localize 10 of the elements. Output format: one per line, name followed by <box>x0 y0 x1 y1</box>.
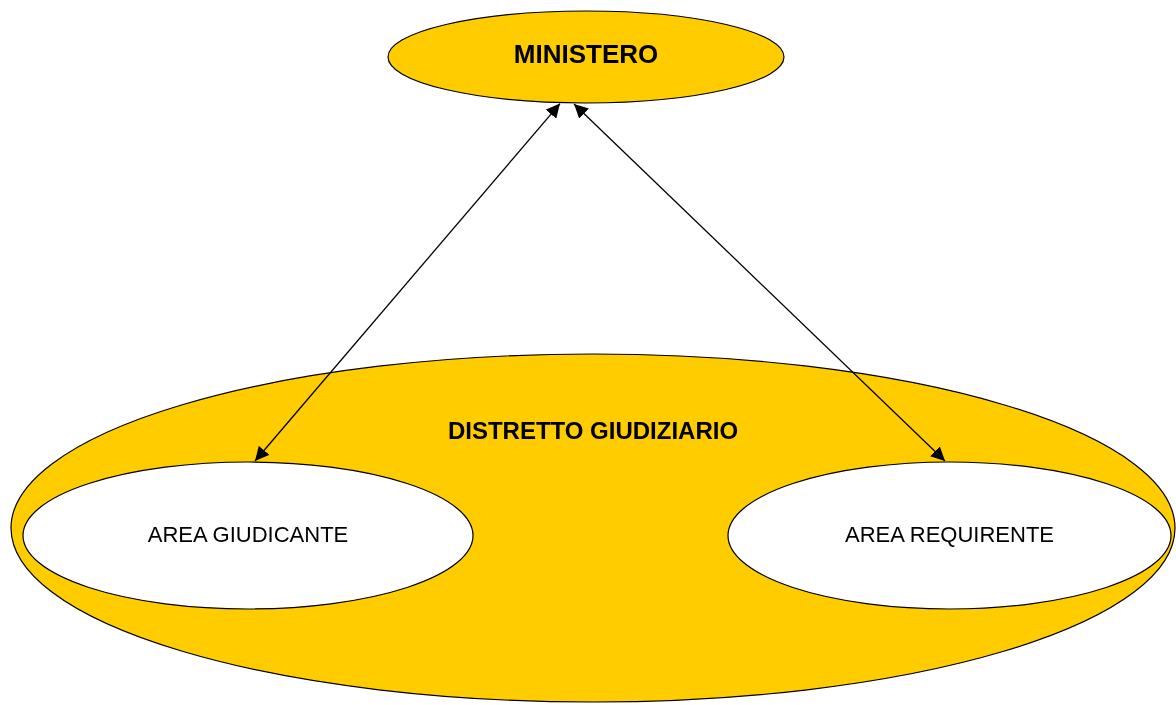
area-ellipse <box>22 461 474 610</box>
arrow <box>573 103 946 462</box>
ministry-ellipse <box>387 10 785 104</box>
node-label: MINISTERO <box>513 38 659 70</box>
node-label: AREA REQUIRENTE <box>845 522 1054 548</box>
area-ellipse <box>727 461 1172 610</box>
node-label: DISTRETTO GIUDIZIARIO <box>447 417 739 445</box>
arrow <box>254 102 561 462</box>
district-ellipse <box>10 353 1176 703</box>
node-label: AREA GIUDICANTE <box>147 522 349 548</box>
